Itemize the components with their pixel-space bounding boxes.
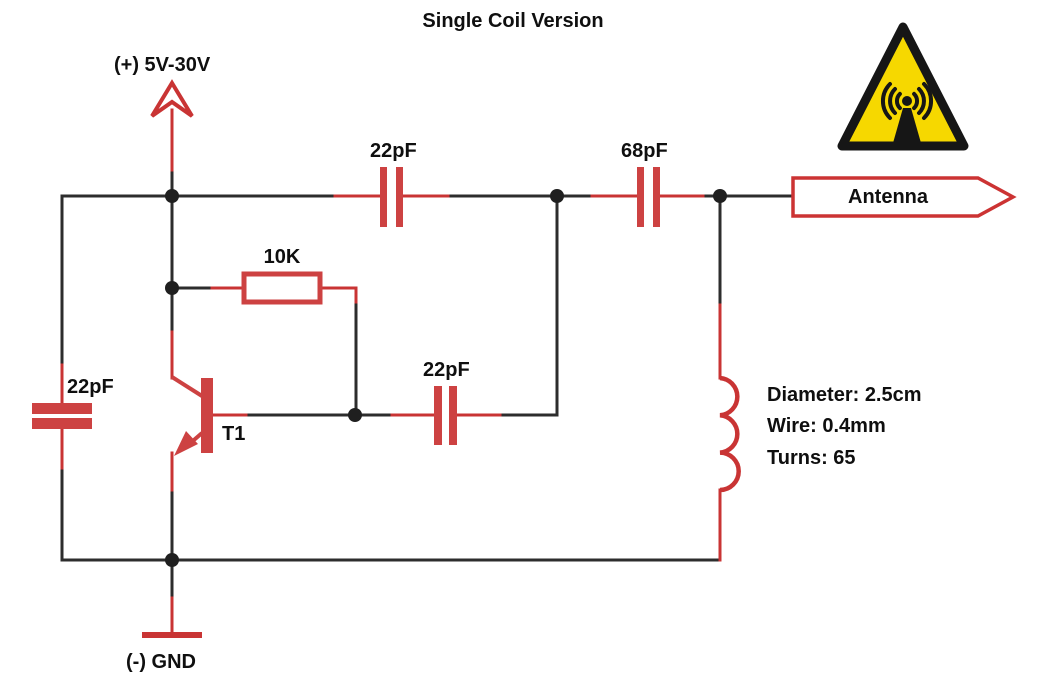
junction-dot <box>348 408 362 422</box>
capacitor-top-label: 22pF <box>370 140 417 162</box>
rf-warning-icon <box>837 22 969 151</box>
capacitor-feedback-symbol <box>434 386 457 445</box>
antenna-flag-shape <box>791 176 1017 218</box>
coil-spec-wire: Wire: 0.4mm <box>767 415 886 437</box>
coil-spec-diameter: Diameter: 2.5cm <box>767 384 922 406</box>
ground-label: (-) GND <box>126 651 196 673</box>
emitter-arrow-icon <box>174 431 198 456</box>
supply-arrow-icon <box>150 79 194 118</box>
page-title: Single Coil Version <box>422 10 604 32</box>
junction-dot <box>165 553 179 567</box>
wires-black <box>60 168 795 600</box>
coil-spec-turns: Turns: 65 <box>767 447 856 469</box>
transistor-label: T1 <box>222 423 246 445</box>
capacitor-left-symbol <box>32 403 92 429</box>
junction-dot <box>550 189 564 203</box>
junction-dot <box>165 281 179 295</box>
coil-symbol <box>719 375 741 493</box>
junction-dot <box>713 189 727 203</box>
capacitor-antenna-label: 68pF <box>621 140 668 162</box>
capacitor-left-label: 22pF <box>67 376 114 398</box>
wires-red <box>60 108 722 634</box>
resistor-label: 10K <box>263 246 301 268</box>
ground-bar-icon <box>142 632 202 638</box>
junction-dot <box>165 189 179 203</box>
junction-dots <box>165 189 727 567</box>
capacitor-antenna-symbol <box>637 167 660 227</box>
resistor-symbol <box>241 271 323 305</box>
antenna-label: Antenna <box>848 186 928 208</box>
power-supply-label: (+) 5V-30V <box>114 54 211 76</box>
capacitor-top-symbol <box>380 167 403 227</box>
wire-red-resistor-out <box>318 286 358 304</box>
transistor-symbol <box>170 375 213 456</box>
capacitor-feedback-label: 22pF <box>423 359 470 381</box>
